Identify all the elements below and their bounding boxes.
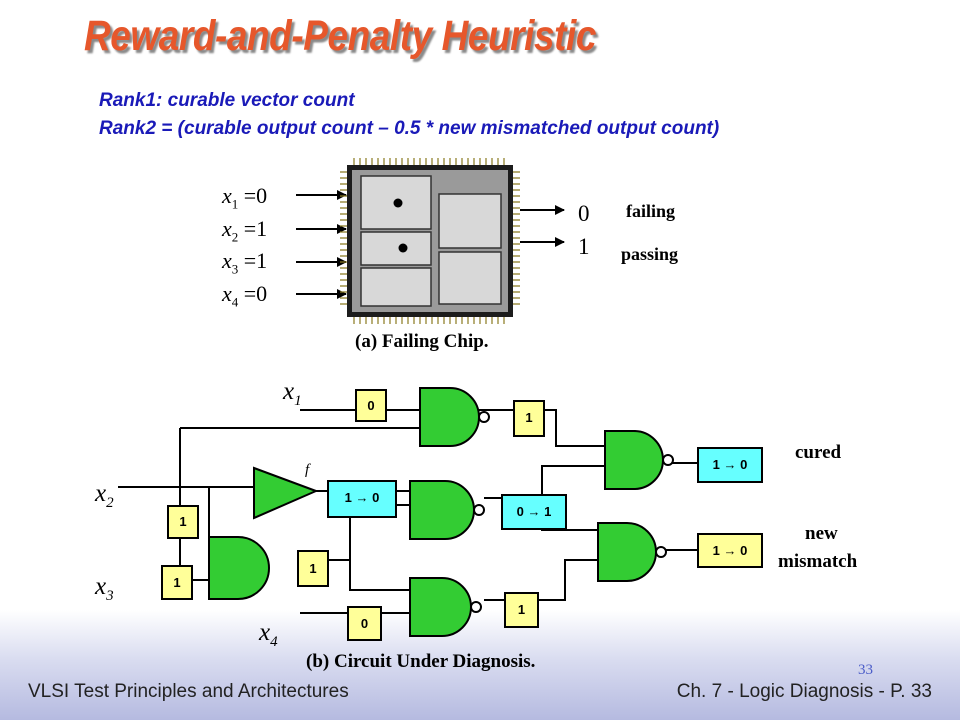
input-x2-label: x2 =1 xyxy=(222,216,268,245)
output-label-passing: passing xyxy=(621,244,679,264)
box-out-new-value: 1 → 0 xyxy=(712,543,748,558)
output-value-0: 0 xyxy=(578,201,590,226)
box-x4-value: 0 xyxy=(360,616,369,631)
slide-title: Reward-and-Penalty Heuristic xyxy=(84,12,596,60)
footer-chapter-page: Ch. 7 - Logic Diagnosis - P. 33 xyxy=(676,681,932,702)
footer-course-title: VLSI Test Principles and Architectures xyxy=(28,681,349,702)
fault-label: f xyxy=(305,462,310,478)
input-x4-label: x4 =0 xyxy=(222,281,268,310)
box-nand2-out-value: 0 → 1 xyxy=(516,504,552,519)
nand-gate-out-new xyxy=(597,522,667,582)
chip-output-arrows xyxy=(520,205,565,247)
circuit-x2-label: x2 xyxy=(95,480,114,511)
box-x1-value: 0 xyxy=(367,398,375,413)
nand-gate-3 xyxy=(409,577,482,637)
value-boxes xyxy=(161,389,763,641)
box-and-out-value: 1 xyxy=(309,561,317,576)
box-x3-value: 1 xyxy=(173,575,181,590)
nand-gate-2 xyxy=(409,480,485,540)
input-x1-label: x1 =0 xyxy=(222,183,268,212)
nand-gate-1 xyxy=(419,387,490,447)
slide-number: 33 xyxy=(858,662,873,678)
box-out-cured-value: 1 → 0 xyxy=(712,457,748,472)
caption-a: (a) Failing Chip. xyxy=(355,331,489,352)
chip-input-arrows xyxy=(296,190,347,299)
nand-gate-out-cured xyxy=(604,430,674,490)
rank2-text: Rank2 = (curable output count – 0.5 * ne… xyxy=(99,118,720,139)
output-label-cured: cured xyxy=(795,442,842,463)
buffer-gate xyxy=(253,466,319,520)
box-buffer-out-value: 1 → 0 xyxy=(344,490,380,505)
circuit-x1-label: x1 xyxy=(283,378,302,409)
caption-b: (b) Circuit Under Diagnosis. xyxy=(306,651,536,672)
circuit-x4-label: x4 xyxy=(259,619,278,650)
chip-package xyxy=(340,158,520,324)
input-x3-label: x3 =1 xyxy=(222,248,268,277)
output-label-failing: failing xyxy=(626,201,676,221)
rank1-text: Rank1: curable vector count xyxy=(99,90,355,111)
circuit-x3-label: x3 xyxy=(95,573,114,604)
footer-background xyxy=(0,610,960,720)
output-label-new: new xyxy=(805,523,838,544)
box-nand1-out-value: 1 xyxy=(525,410,533,425)
output-label-mismatch: mismatch xyxy=(778,551,858,572)
output-value-1: 1 xyxy=(578,234,590,259)
box-nand3-out-value: 1 xyxy=(517,602,526,617)
and-gate xyxy=(208,536,270,600)
box-x2-value: 1 xyxy=(179,514,187,529)
